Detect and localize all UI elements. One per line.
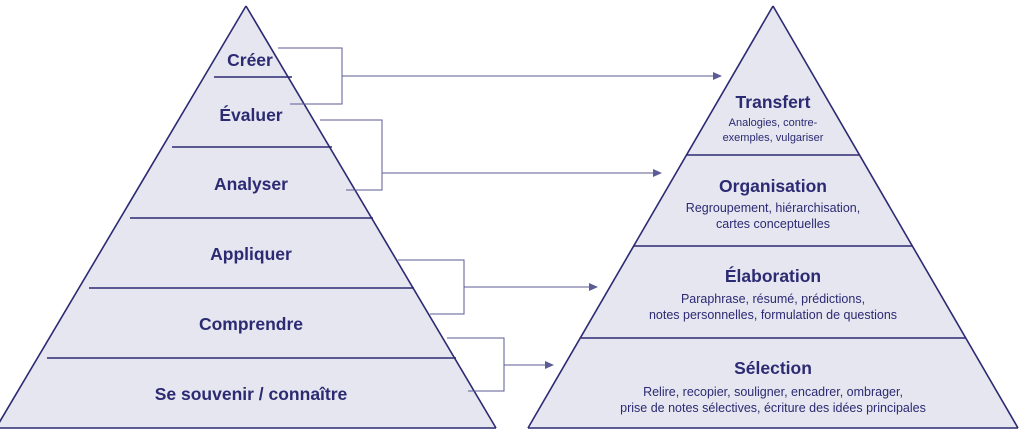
right-pyramid-edge-left [527, 5, 774, 429]
detail-organisation-line-1: Regroupement, hiérarchisation, [686, 201, 860, 215]
right-pyramid-edge-right [772, 5, 1019, 429]
level-comprendre: Comprendre [199, 314, 303, 334]
arrowhead-elaboration [589, 283, 598, 291]
bracket-evaluer-analyser [320, 119, 383, 191]
arrowhead-organisation [653, 169, 662, 177]
connectors [278, 47, 722, 392]
level-analyser: Analyser [214, 174, 288, 194]
level-transfert: Transfert [736, 92, 811, 112]
detail-transfert-line-2: exemples, vulgariser [723, 132, 824, 144]
detail-transfert-line-1: Analogies, contre- [729, 117, 818, 129]
level-evaluer: Évaluer [219, 104, 282, 125]
left-pyramid-fill [0, 6, 496, 428]
left-pyramid-edge-left [0, 5, 247, 423]
level-selection: Sélection [734, 358, 812, 378]
detail-elaboration-line-2: notes personnelles, formulation de quest… [649, 308, 897, 322]
detail-organisation-line-2: cartes conceptuelles [716, 217, 830, 231]
detail-elaboration-line-1: Paraphrase, résumé, prédictions, [681, 292, 865, 306]
level-elaboration: Élaboration [725, 265, 821, 286]
detail-selection-line-2: prise de notes sélectives, écriture des … [620, 401, 926, 415]
left-pyramid: Créer Évaluer Analyser Appliquer Compren… [0, 5, 497, 429]
right-pyramid: Transfert Analogies, contre- exemples, v… [527, 5, 1019, 429]
arrowhead-transfert [713, 72, 722, 80]
level-appliquer: Appliquer [210, 244, 292, 264]
right-pyramid-fill [528, 6, 1018, 428]
level-creer: Créer [227, 50, 273, 70]
arrowhead-selection [545, 361, 554, 369]
detail-selection-line-1: Relire, recopier, souligner, encadrer, o… [643, 385, 903, 399]
level-se-souvenir: Se souvenir / connaître [155, 384, 348, 404]
level-organisation: Organisation [719, 176, 827, 196]
